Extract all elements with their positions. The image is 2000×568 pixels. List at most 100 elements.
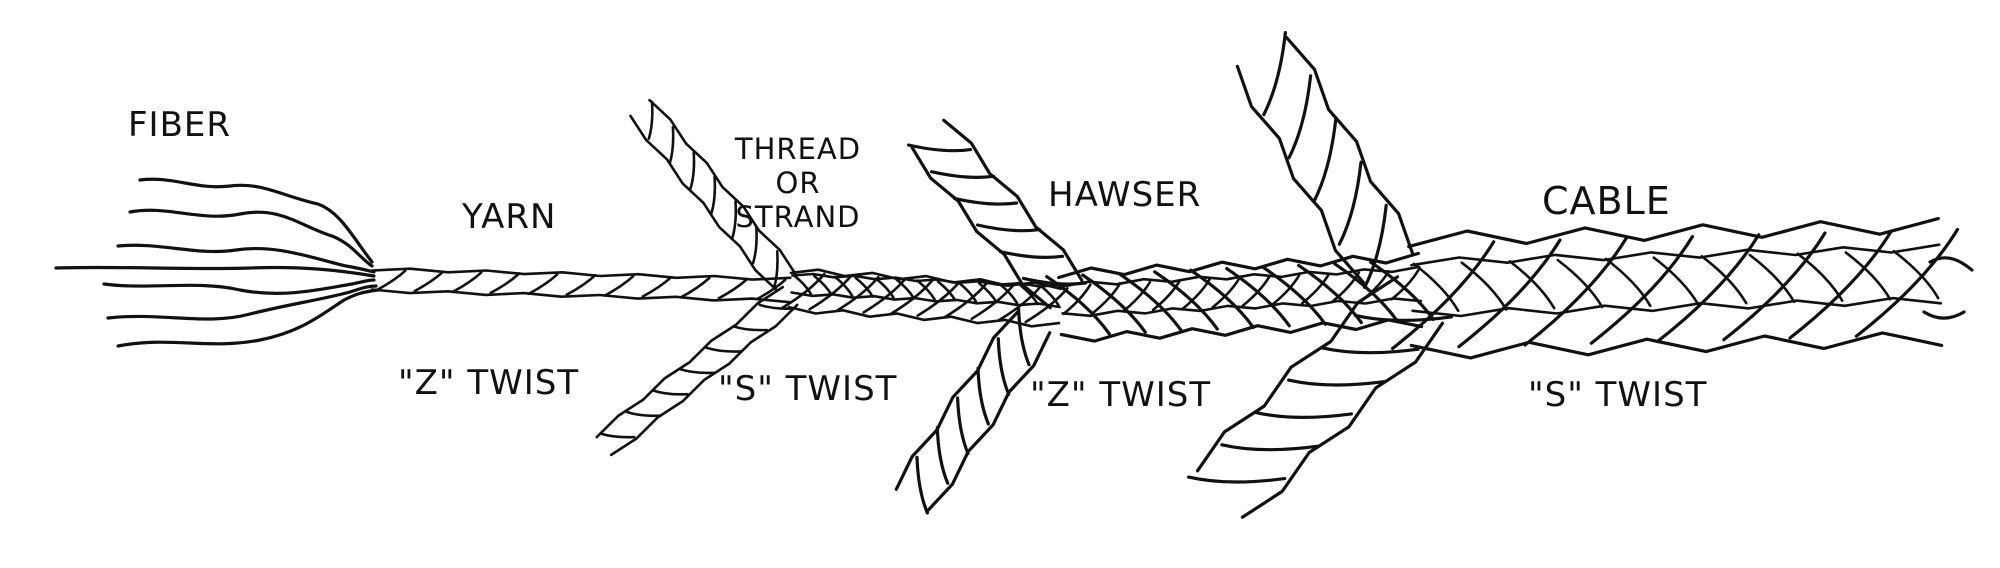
branch-yarn-down-lay [705, 346, 742, 353]
yarn-lay [527, 273, 559, 296]
yarn-lay [489, 272, 521, 295]
cable-lay [1854, 227, 1960, 338]
cable-inner-lay [1796, 252, 1844, 302]
label-strand: STRAND [735, 200, 861, 235]
hawser-lay [1261, 265, 1327, 326]
yarn-lay [451, 271, 483, 294]
branch-hawser-down-edge [1240, 321, 1445, 519]
cable-inner-lay [1652, 256, 1700, 306]
branch-hawser-down-lay [1220, 443, 1320, 452]
label-yarn: YARN [462, 197, 557, 237]
label-cable: CABLE [1542, 179, 1671, 223]
cable-lay [1523, 236, 1628, 347]
hawser-inner-lay [1121, 280, 1152, 313]
branch-yarn-up-lay [689, 150, 696, 190]
yarn-lay [413, 270, 445, 293]
branch-yarn-down-lay [678, 367, 716, 375]
hawser-inner-lay [1300, 272, 1331, 305]
branch-yarn-down-lay [625, 410, 662, 418]
label-twist-hawser: "Z" TWIST [1030, 375, 1212, 415]
hawser-inner-lay [1062, 283, 1092, 316]
hawser-inner-lay [1092, 282, 1122, 314]
branch-hawser-up-lay [1337, 160, 1363, 246]
branch-hawser-up-lay [1262, 31, 1287, 117]
branch-yarn-up-edge [648, 98, 797, 276]
branch-yarn-up-lay [647, 100, 654, 140]
branch-hawser-down-edge [1195, 275, 1400, 473]
yarn-lay [641, 275, 673, 298]
cable-inner-edge [1410, 243, 1941, 267]
branch-hawser-up-lay [1312, 117, 1338, 203]
branch-thread-down-lay [915, 455, 929, 515]
cable-lay [1457, 238, 1562, 349]
thread-inner-lay [998, 283, 1019, 305]
fiber-line [102, 278, 376, 295]
label-twist-cable: "S" TWIST [1528, 375, 1708, 415]
branch-yarn-up-edge [629, 114, 778, 292]
branch-yarn-down-lay [732, 325, 769, 332]
branch-thread-up-lay [906, 143, 973, 153]
thread-inner-lay [1019, 283, 1039, 306]
hawser-lay [1225, 267, 1291, 328]
fiber-line [116, 288, 380, 348]
branch-hawser-down-lay [1320, 346, 1420, 355]
branch-yarn-up-lay [751, 225, 758, 265]
cable-edge [1409, 331, 1944, 360]
thread-inner-lay [874, 277, 895, 299]
hawser-edge [1059, 318, 1424, 343]
branch-yarn-down-lay [652, 389, 689, 396]
fiber-line [128, 208, 374, 268]
cable-inner-lay [1412, 262, 1460, 313]
thread-inner-edge [790, 291, 1061, 309]
hawser-inner-lay [1390, 268, 1420, 301]
label-hawser: HAWSER [1048, 175, 1202, 215]
branch-thread-up-edge [942, 118, 1084, 282]
branch-hawser-up-edge [1235, 64, 1365, 284]
cable-lay [1390, 240, 1496, 351]
thread-inner-lay [813, 274, 833, 297]
branch-yarn-down-edge [595, 285, 785, 439]
yarn-lay [565, 274, 597, 296]
label-twist-thread: "S" TWIST [718, 369, 898, 409]
cable-rope [1390, 217, 1960, 360]
yarn-lay [375, 269, 407, 292]
cable-lay [1589, 234, 1695, 345]
yarn-edge [370, 288, 791, 304]
cable-inner-lay [1508, 260, 1556, 310]
branch-thread-down-lay [1017, 307, 1031, 367]
hawser-inner-lay [1211, 276, 1241, 309]
branch-thread-up-lay [1021, 276, 1088, 286]
branch-hawser-up-edge [1285, 36, 1415, 256]
branch-yarn-up-lay [668, 125, 675, 165]
yarn-lay [755, 278, 787, 301]
thread-inner-lay [1039, 284, 1060, 307]
thread-lay [862, 277, 907, 314]
label-thread-or-strand: THREAD OR STRAND [708, 132, 888, 235]
thread-lay [781, 272, 826, 309]
branch-thread-up-lay [998, 250, 1065, 259]
branch-thread-up-lay [952, 196, 1019, 206]
branch-thread-down-edge [926, 331, 1052, 513]
hawser-inner-lay [1271, 274, 1301, 306]
thread-inner-lay [895, 278, 916, 300]
cable-inner-lay [1892, 249, 1940, 300]
hawser-edge [1057, 251, 1420, 280]
branch-thread-down-lay [996, 337, 1011, 396]
cable-end [1922, 310, 1966, 320]
branch-hawser-down-lay [1253, 410, 1353, 419]
fiber-line [54, 265, 376, 278]
yarn-lay [603, 274, 635, 297]
branch-yarn-up-lay [772, 250, 779, 290]
cable-inner-edge [1411, 296, 1943, 318]
branch-hawser-down-lay [1353, 313, 1453, 322]
thread-inner-lay [833, 275, 854, 297]
branch-yarn-down-lay [599, 432, 636, 439]
thread-inner-lay [916, 279, 936, 301]
fiber-line [106, 284, 378, 321]
branch-thread-down-lay [956, 396, 970, 456]
cable-inner-lay [1556, 258, 1604, 309]
cable-end [1928, 256, 1974, 272]
cable-inner-lay [1844, 251, 1892, 301]
branch-thread-down-edge [894, 309, 1020, 491]
